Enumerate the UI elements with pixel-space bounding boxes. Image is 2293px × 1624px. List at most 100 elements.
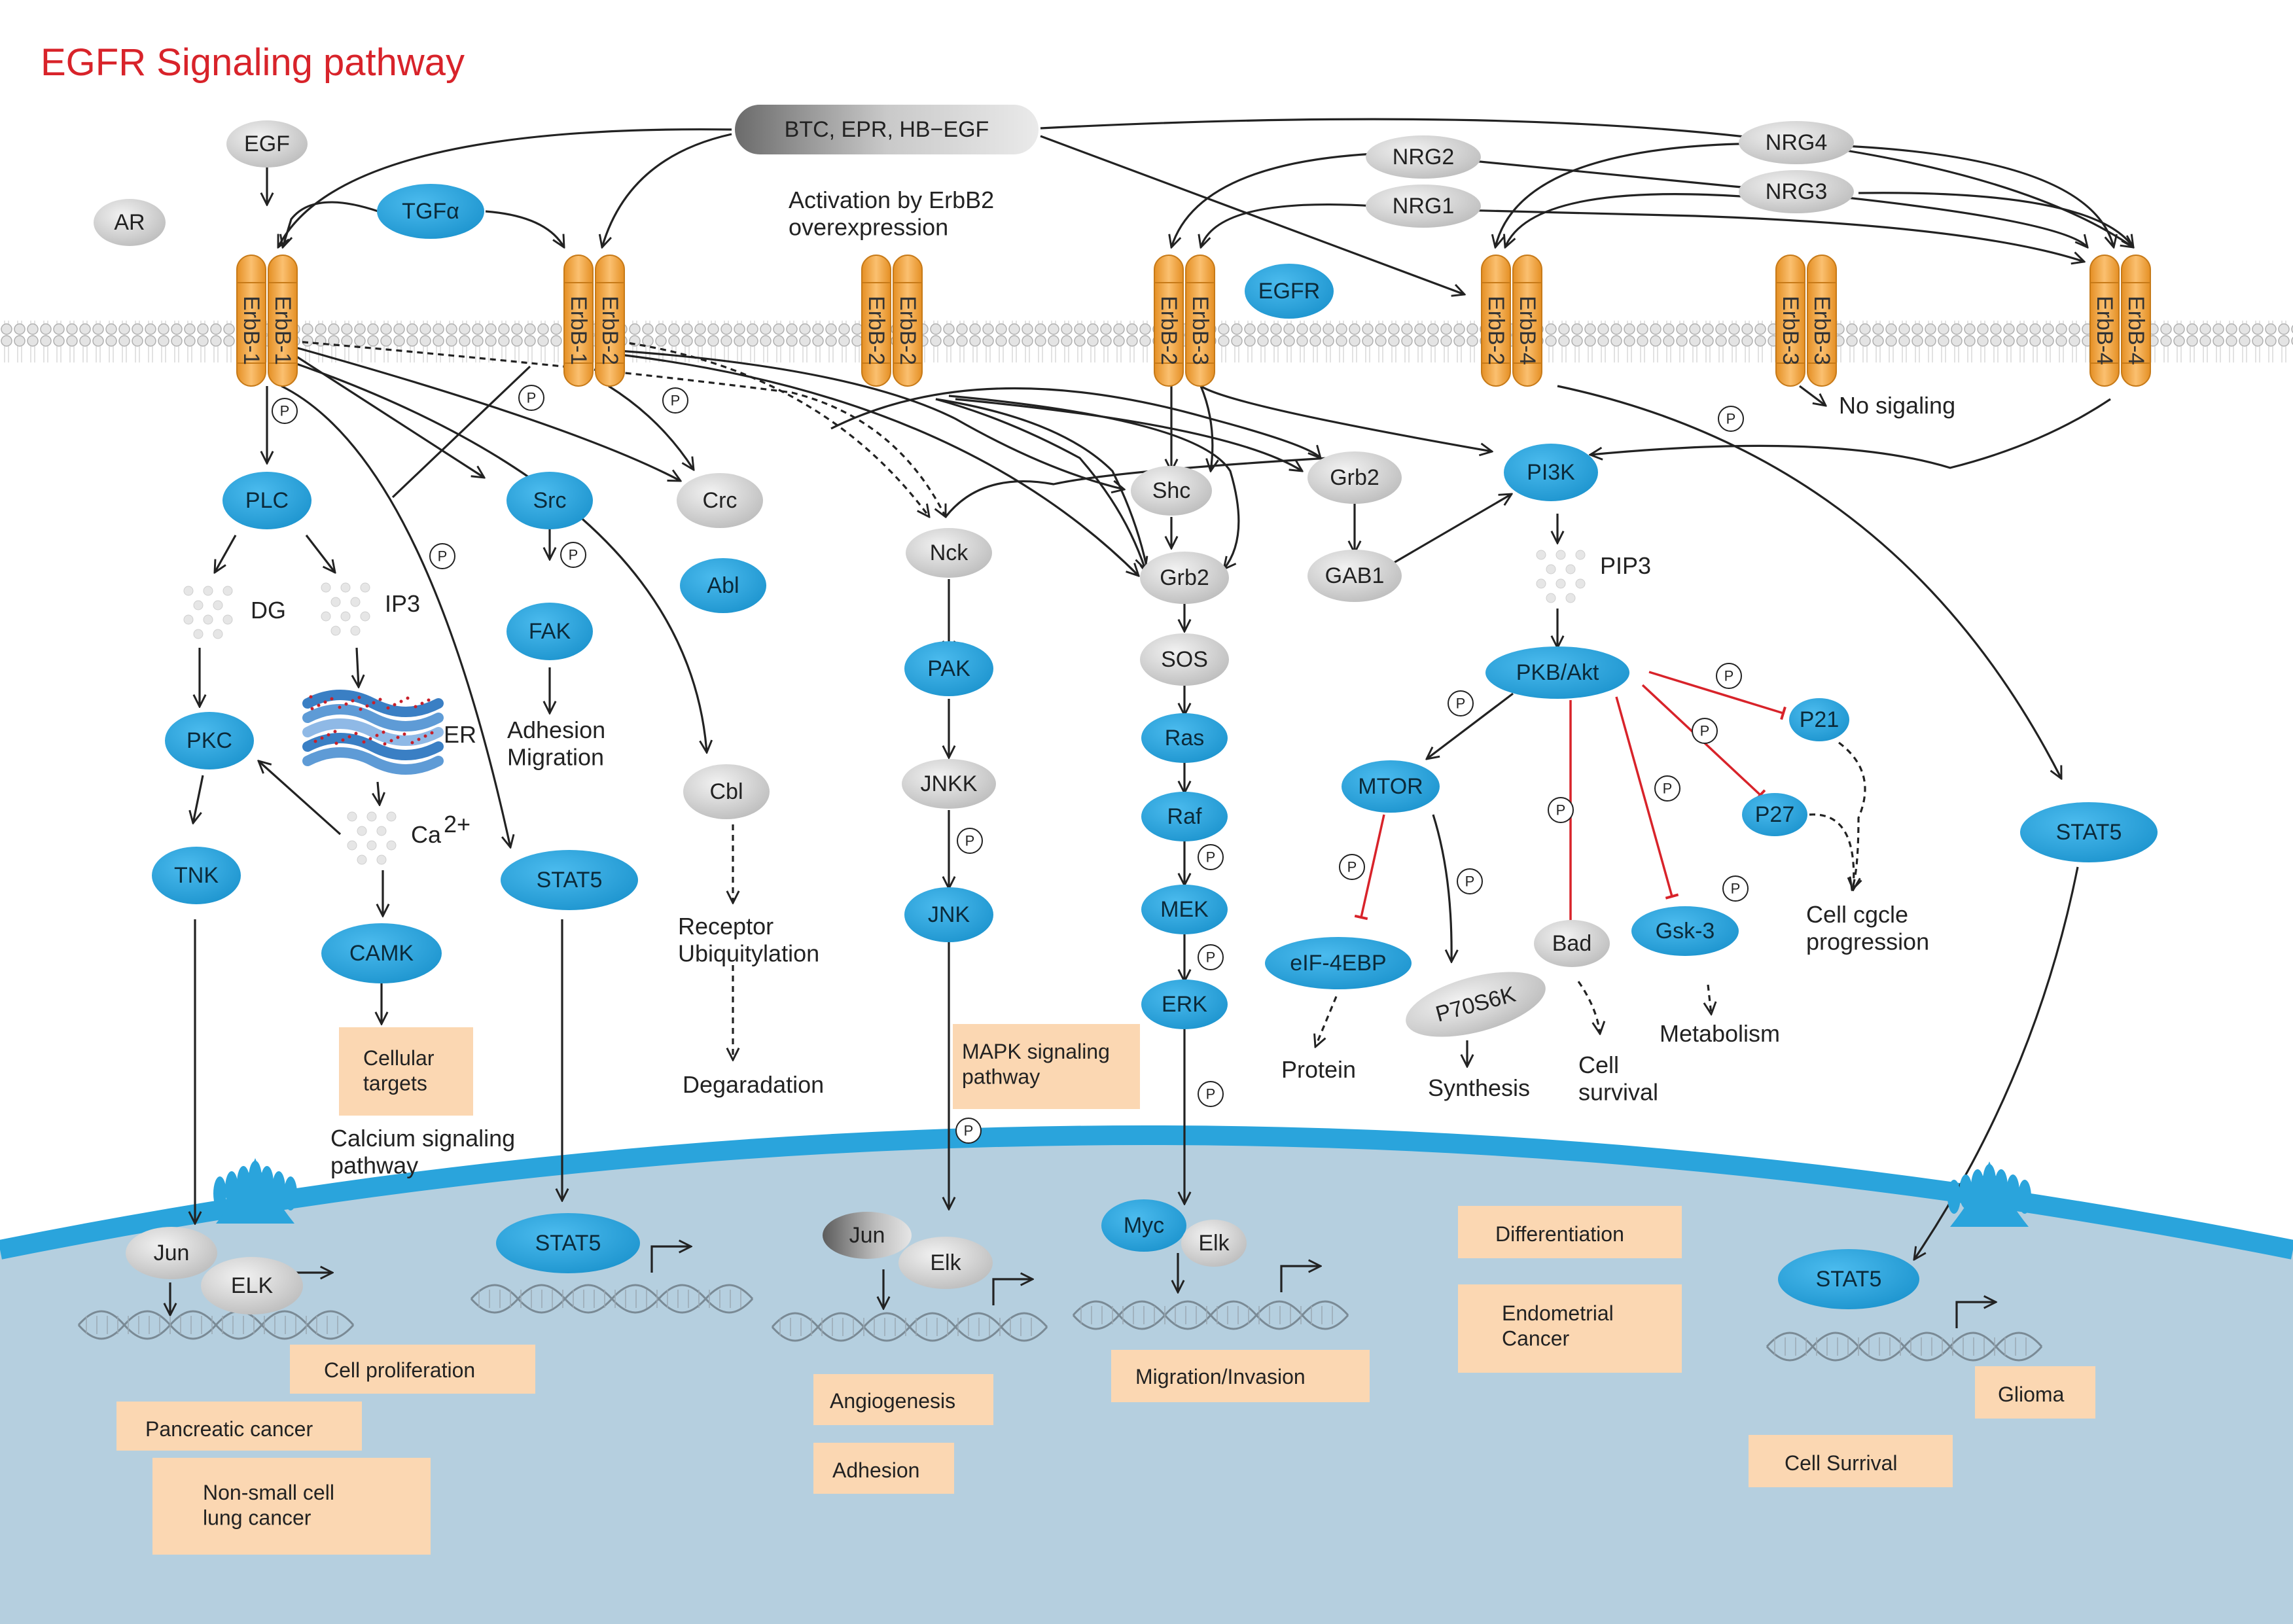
- jnk-node: JNK: [904, 887, 993, 942]
- phosphate-p-label: P: [1456, 696, 1466, 712]
- stat5-nuclear-node: STAT5: [496, 1213, 640, 1273]
- mtor-node: MTOR: [1342, 760, 1440, 813]
- dna-helix-5: [1766, 1332, 2043, 1362]
- phosphate-p-marker: P: [1339, 854, 1365, 880]
- dna-helix-1: [77, 1310, 355, 1340]
- erbb2-to-grb2-arrow: [608, 352, 1139, 576]
- erbb2-to-crc-arrow: [608, 385, 694, 470]
- mek-node-label: MEK: [1160, 897, 1209, 922]
- erbb1-to-cbl-arrow: [281, 357, 707, 752]
- stat5-nuclear-node-label: STAT5: [535, 1231, 601, 1256]
- stat5-node-left-label: STAT5: [537, 868, 603, 892]
- receptor-label: ErbB-2: [864, 296, 889, 365]
- grb2-node: Grb2: [1140, 552, 1229, 604]
- differentiation-box: Differentiation: [1458, 1206, 1682, 1258]
- plc-to-ip3-arrow: [305, 535, 335, 573]
- gab1-to-pi3k-arrow: [1393, 494, 1512, 564]
- erk-node-label: ERK: [1162, 992, 1207, 1017]
- phosphate-p-label: P: [527, 390, 537, 406]
- btc-epr-hbegf-ligand: BTC, EPR, HB−EGF: [735, 105, 1039, 154]
- phosphate-p-label: P: [1724, 668, 1734, 684]
- p21-node: P21: [1789, 698, 1849, 741]
- receptor-label: ErbB-1: [270, 296, 295, 365]
- phosphate-p-marker: P: [1198, 1081, 1224, 1107]
- cbl-node: Cbl: [683, 764, 770, 819]
- phosphate-p-label: P: [280, 403, 290, 419]
- phosphate-p-marker: P: [1654, 775, 1680, 802]
- erbb2-to-nck-dashed: [608, 339, 929, 517]
- elk-node-middle: Elk: [898, 1237, 993, 1289]
- phosphate-p-marker: P: [1457, 868, 1483, 894]
- nrg3-to-erbb4-arrow: [1858, 192, 2133, 247]
- nrg4-ligand: NRG4: [1739, 121, 1854, 164]
- fak-node-label: FAK: [529, 619, 571, 644]
- er-to-ca-arrow: [378, 781, 380, 805]
- phosphate-p-label: P: [438, 548, 448, 565]
- p21-node-label: P21: [1800, 707, 1840, 732]
- grb2b-feed-line: [944, 457, 1329, 518]
- stat5-node-right: STAT5: [2020, 802, 2158, 862]
- gsk3-node-label: Gsk-3: [1656, 919, 1715, 944]
- phosphate-p-label: P: [1465, 874, 1475, 890]
- receptor-label: ErbB-4: [2092, 296, 2117, 365]
- elk-node-left-label: ELK: [231, 1273, 274, 1298]
- plc-to-dg-arrow: [215, 535, 237, 573]
- elk-node-right: Elk: [1181, 1220, 1247, 1267]
- phosphate-p-label: P: [671, 393, 681, 409]
- pkc-node-label: PKC: [187, 728, 232, 753]
- erbb-to-grb2-curve-2: [935, 398, 1148, 576]
- pkb-akt-node: PKB/Akt: [1485, 646, 1629, 699]
- nrg4-ligand-label: NRG4: [1766, 130, 1827, 155]
- plc-node-label: PLC: [245, 488, 289, 513]
- erbb-to-grb2-curve-1: [935, 398, 1145, 569]
- jun-node-middle-label: Jun: [849, 1223, 885, 1248]
- erbb3-to-shc-arrow-2: [1200, 385, 1213, 471]
- nrg3-ligand-label: NRG3: [1766, 179, 1827, 204]
- tnk-node: TNK: [152, 847, 241, 904]
- fak-node: FAK: [507, 603, 593, 660]
- transcription-arrow-3: [992, 1279, 1033, 1305]
- differentiation-box-label: Differentiation: [1495, 1222, 1624, 1246]
- receptor-label: ErbB-3: [1809, 296, 1834, 365]
- phosphate-p-marker: P: [955, 1118, 982, 1144]
- btc-to-erbb1-arrow: [278, 128, 732, 247]
- cbl-node-label: Cbl: [709, 779, 743, 804]
- adhesion-box-label: Adhesion: [832, 1458, 919, 1482]
- nrg4-to-erbb24-arrow: [1495, 143, 1738, 247]
- abl-node-label: Abl: [707, 573, 739, 598]
- degradation-label: Degaradation: [683, 1071, 824, 1098]
- stat5b-to-stat5d-arrow: [1914, 866, 2079, 1260]
- phosphate-p-marker: P: [1198, 844, 1224, 870]
- pkb-to-p21-inhibit: [1648, 671, 1786, 720]
- grb2-node-right: Grb2: [1307, 451, 1402, 504]
- jun-node-left: Jun: [126, 1227, 217, 1279]
- eif-to-protein-dashed: [1315, 996, 1338, 1047]
- shc-node: Shc: [1131, 466, 1212, 516]
- bad-node-label: Bad: [1552, 931, 1592, 956]
- erbb1-to-nck-dashed: [281, 339, 946, 517]
- migration-invasion-box: Migration/Invasion: [1111, 1350, 1370, 1402]
- erbb3-to-grb2-arrow: [948, 395, 1240, 569]
- jun-node-left-label: Jun: [154, 1241, 190, 1265]
- btc-epr-hbegf-ligand-label: BTC, EPR, HB−EGF: [785, 117, 989, 142]
- jnkk-node: JNKK: [902, 759, 996, 809]
- phosphate-p-label: P: [964, 1123, 974, 1139]
- cell-proliferation-box-label: Cell proliferation: [324, 1358, 475, 1382]
- synthesis-label: Synthesis: [1428, 1074, 1530, 1101]
- nrg1-to-erbb3-arrow: [1201, 203, 1375, 247]
- phosphate-p-marker: P: [1716, 663, 1742, 689]
- nrg1-ligand: NRG1: [1366, 185, 1481, 228]
- receptor-label: ErbB-1: [566, 296, 591, 365]
- receptor-label: ErbB-3: [1778, 296, 1803, 365]
